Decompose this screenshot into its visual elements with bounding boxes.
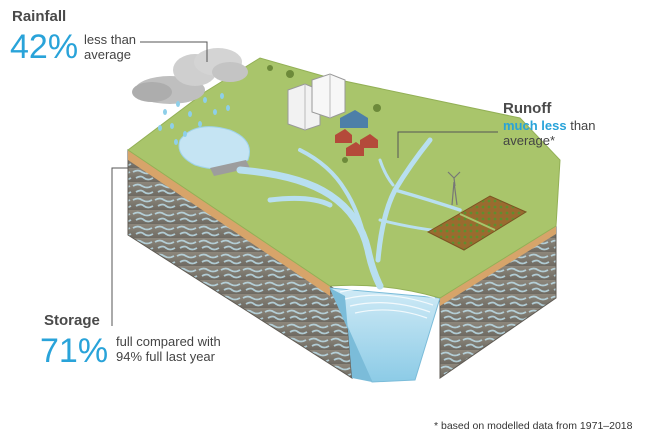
footnote: * based on modelled data from 1971–2018: [434, 420, 633, 432]
runoff-leader-line: [397, 131, 498, 158]
reservoir-front-left: [330, 288, 372, 382]
dam-wall: [210, 160, 250, 176]
reservoir-front: [329, 287, 441, 383]
rainfall-heading: Rainfall: [12, 8, 67, 25]
trees: [267, 65, 381, 163]
office-buildings: [287, 73, 346, 131]
lake: [178, 126, 250, 170]
runoff-desc-line2: average*: [503, 133, 556, 148]
storage-heading: Storage: [44, 312, 100, 329]
rainfall-desc-line1: less than: [84, 32, 137, 47]
runoff-desc-line1-rest: than: [566, 118, 596, 133]
runoff-highlight: much less: [503, 118, 567, 133]
farm-field-divider: [459, 213, 496, 231]
raindrops: [158, 93, 230, 145]
rivers: [236, 137, 462, 290]
soil-band-right: [440, 226, 556, 306]
rainfall-leader-line: [140, 41, 208, 62]
storage-desc-line1: full compared with: [116, 334, 221, 349]
water-waves: [339, 287, 436, 319]
rainfall-description: less than average: [84, 32, 136, 62]
houses: [335, 110, 378, 156]
runoff-desc-line1: much less than: [503, 118, 596, 133]
runoff-description: much less than average*: [503, 118, 596, 148]
storage-description: full compared with 94% full last year: [116, 334, 221, 364]
farm-field: [426, 195, 528, 251]
rain-cloud-icon: [132, 48, 248, 104]
soil-band-left: [128, 150, 330, 296]
windmill-icon: [447, 171, 461, 206]
rainfall-percent: 42%: [10, 28, 79, 66]
storage-percent: 71%: [40, 332, 109, 370]
runoff-heading: Runoff: [503, 100, 552, 117]
rainfall-desc-line2: average: [84, 47, 131, 62]
storage-desc-line2: 94% full last year: [116, 349, 215, 364]
storage-leader-line: [111, 167, 128, 326]
